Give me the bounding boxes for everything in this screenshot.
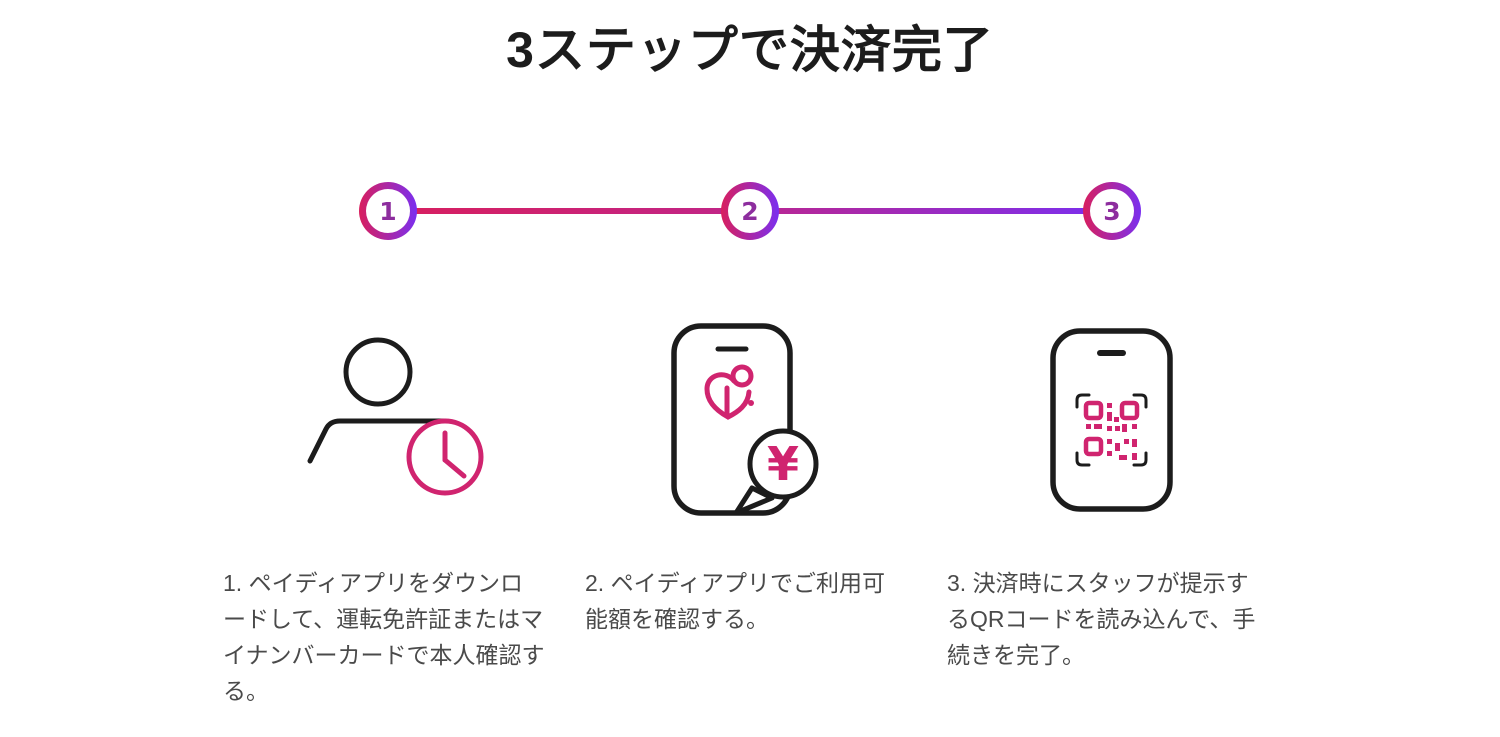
step-column-1: 1. ペイディアプリをダウンロードして、運転免許証またはマイナンバーカードで本人… <box>207 325 569 709</box>
step-number-3: 3 <box>1103 196 1121 226</box>
step-number-2: 2 <box>741 196 759 226</box>
step-description-1: 1. ペイディアプリをダウンロードして、運転免許証またはマイナンバーカードで本人… <box>223 570 545 704</box>
yen-symbol: ¥ <box>767 437 799 491</box>
step-circle-3-inner: 3 <box>1090 189 1134 233</box>
step-description-3: 3. 決済時にスタッフが提示するQRコードを読み込んで、手続きを完了。 <box>947 570 1256 668</box>
stepper: 1 2 3 <box>207 182 1293 240</box>
step-column-2: ¥ 2. ペイディアプリでご利用可能額を確認する。 <box>569 323 931 709</box>
step-circle-1-inner: 1 <box>366 189 410 233</box>
step-column-3: 3. 決済時にスタッフが提示するQRコードを読み込んで、手続きを完了。 <box>931 325 1293 709</box>
payment-steps-section: 3ステップで決済完了 1 2 3 <box>0 22 1500 737</box>
paidy-logo <box>704 364 754 420</box>
scan-frame-brackets <box>1075 393 1148 467</box>
person-with-clock-icon <box>207 325 569 515</box>
qr-code-pattern <box>1083 400 1140 460</box>
step-circle-1: 1 <box>359 182 417 240</box>
phone-with-paidy-logo-and-yen-bubble-icon: ¥ <box>569 323 931 516</box>
step-description-2: 2. ペイディアプリでご利用可能額を確認する。 <box>585 570 885 632</box>
step-number-1: 1 <box>379 196 397 226</box>
page-title: 3ステップで決済完了 <box>506 22 994 78</box>
steps-grid: 1. ペイディアプリをダウンロードして、運転免許証またはマイナンバーカードで本人… <box>207 323 1293 709</box>
phone-with-qr-code-icon <box>931 325 1293 515</box>
step-circle-2: 2 <box>721 182 779 240</box>
step-circle-3: 3 <box>1083 182 1141 240</box>
step-circle-2-inner: 2 <box>728 189 772 233</box>
